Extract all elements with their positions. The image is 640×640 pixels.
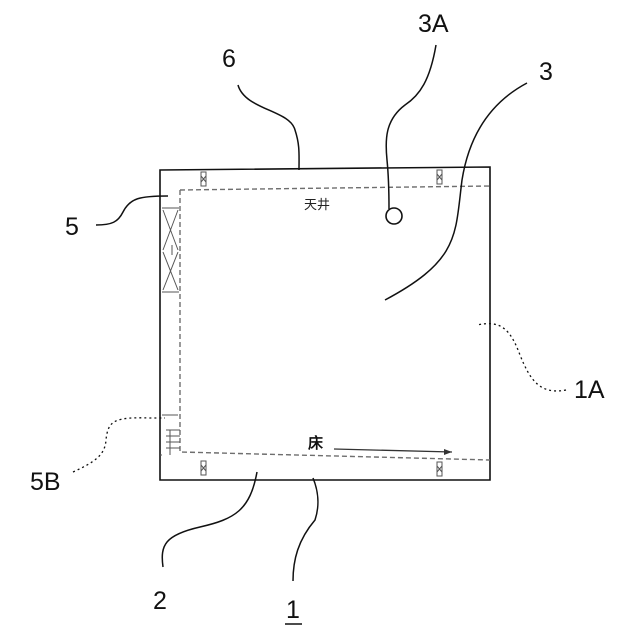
leader-1 xyxy=(293,478,318,581)
sensor-circle-3a xyxy=(386,208,402,224)
leader-2 xyxy=(162,472,257,567)
floor-arrow xyxy=(334,449,452,455)
outer-boundary xyxy=(160,167,490,480)
ref-label-3: 3 xyxy=(539,58,553,86)
ref-label-2: 2 xyxy=(153,587,167,615)
floor-label: 床 xyxy=(308,434,324,452)
leader-5b xyxy=(73,418,165,472)
leader-3 xyxy=(385,83,527,300)
ref-label-5b: 5B xyxy=(30,468,61,496)
ref-label-6: 6 xyxy=(222,45,236,73)
wall-panel-5 xyxy=(162,208,179,292)
ceiling-label: 天井 xyxy=(304,198,330,213)
ref-label-3a: 3A xyxy=(418,10,449,38)
ref-label-5: 5 xyxy=(65,213,79,241)
wall-element-5b xyxy=(162,415,180,455)
ref-label-1: 1 xyxy=(286,596,300,624)
leader-3a xyxy=(386,45,436,209)
leader-5 xyxy=(96,196,168,225)
ref-label-1a: 1A xyxy=(574,376,605,404)
inner-dashed-boundary xyxy=(180,186,490,460)
leader-6 xyxy=(238,85,299,170)
bracket-marks xyxy=(160,170,442,476)
